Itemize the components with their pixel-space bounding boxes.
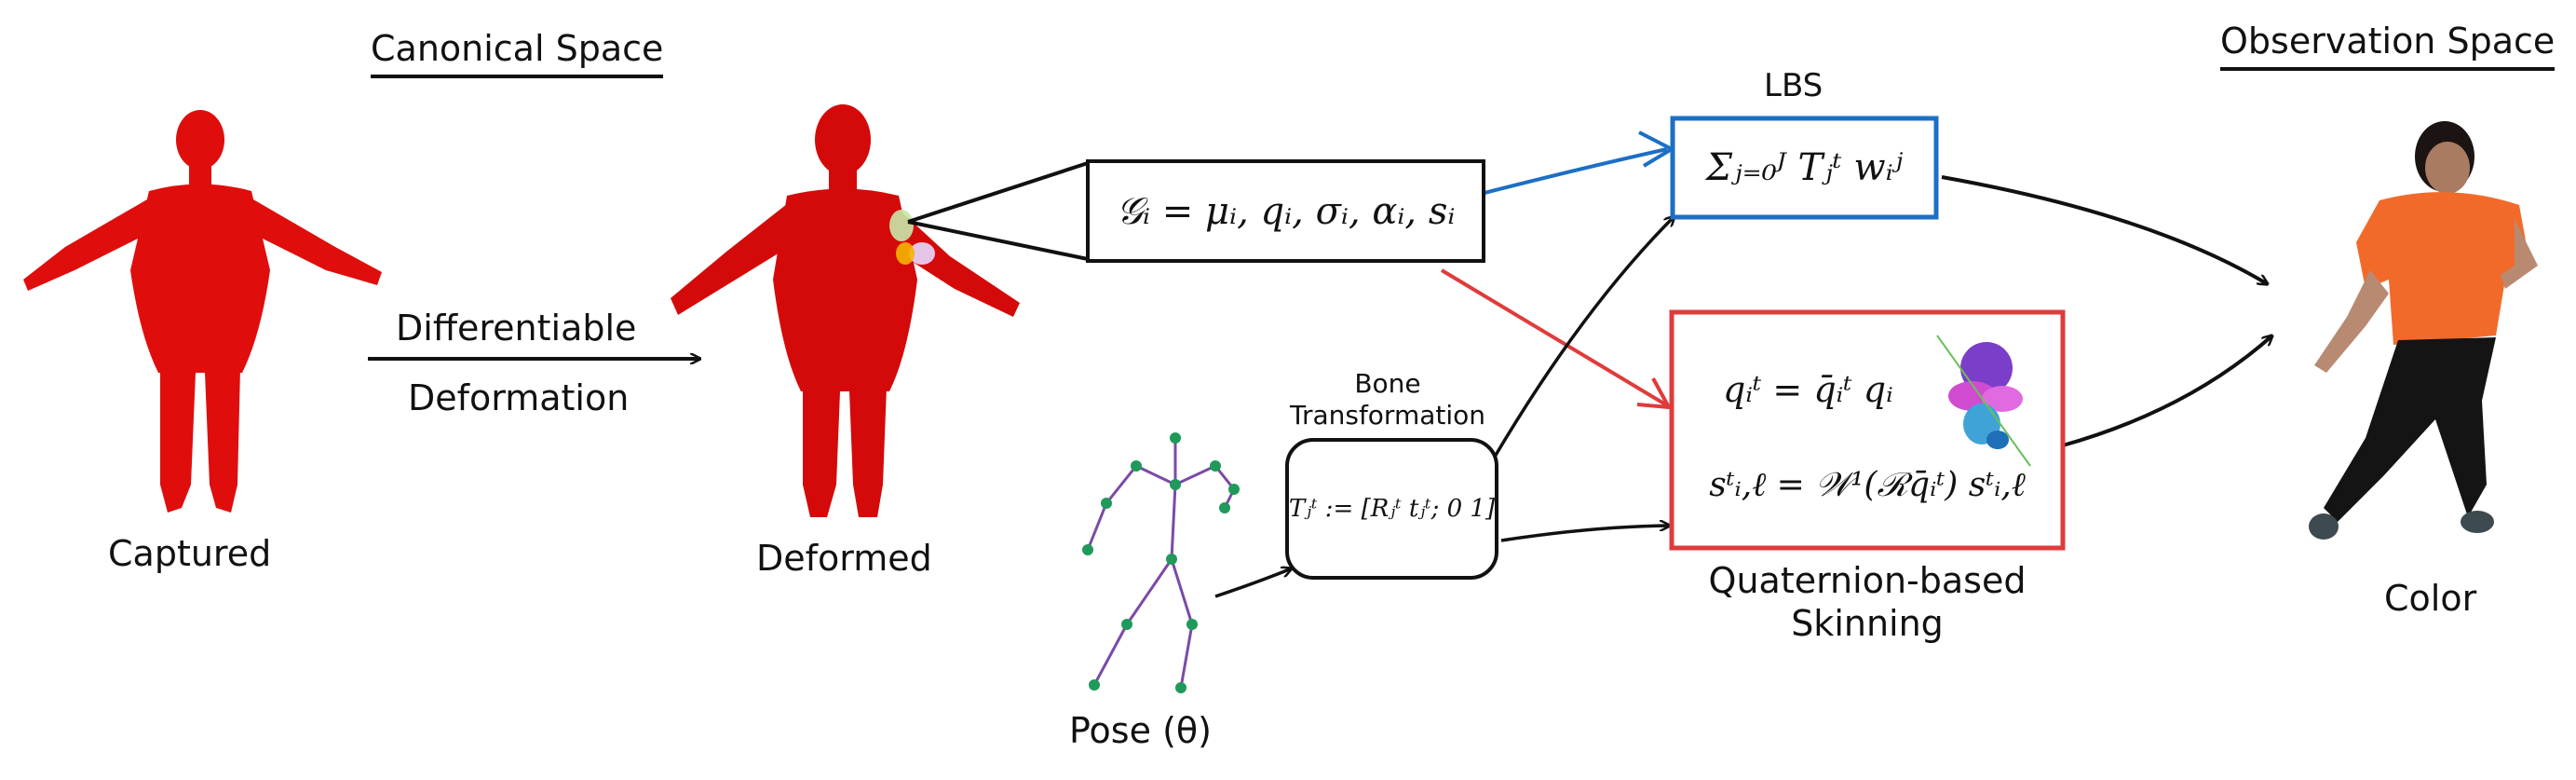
lbs-formula: Σⱼ₌₀ᴶ Tⱼᵗ wᵢʲ bbox=[1674, 120, 1934, 215]
gaussian-ellipsoids-icon bbox=[889, 210, 935, 265]
lbs-label: LBS bbox=[1764, 67, 1824, 104]
captured-body-figure bbox=[23, 110, 382, 513]
bone-to-quat-arrow bbox=[1500, 526, 1670, 542]
gaussian-formula: 𝒢ᵢ = μᵢ, qᵢ, σᵢ, αᵢ, sᵢ bbox=[1090, 163, 1482, 259]
sh-rotation-formula: sᵗᵢ,ℓ = 𝒲¹(ℛq̄ᵢᵗ) sᵗᵢ,ℓ bbox=[1676, 447, 2058, 522]
bone-label-line2: Transformation bbox=[1289, 400, 1486, 431]
quat-label-line2: Skinning bbox=[1791, 603, 1944, 644]
quat-to-output-arrow bbox=[2062, 335, 2272, 447]
lbs-box bbox=[1670, 116, 1939, 220]
spherical-harmonics-icon bbox=[1936, 335, 2031, 467]
zoom-line-top bbox=[907, 161, 1089, 224]
bone-formula-text: Tⱼᵗ := [Rⱼᵗ tⱼᵗ; 0 1] bbox=[1288, 495, 1496, 523]
blue-arrow bbox=[1480, 147, 1668, 196]
bone-label-line1: Bone bbox=[1354, 368, 1421, 399]
sh-rotation-formula-text: sᵗᵢ,ℓ = 𝒲¹(ℛq̄ᵢᵗ) sᵗᵢ,ℓ bbox=[1709, 465, 2026, 504]
bone-transformation-label: Bone Transformation bbox=[1276, 368, 1499, 431]
bone-box bbox=[1285, 438, 1498, 580]
lbs-formula-text: Σⱼ₌₀ᴶ Tⱼᵗ wᵢʲ bbox=[1705, 146, 1904, 189]
skeleton-joints bbox=[1082, 432, 1240, 693]
quaternion-skinning-label: Quaternion-based Skinning bbox=[1695, 559, 2040, 645]
quat-rotation-formula-text: qᵢᵗ = q̄ᵢᵗ qᵢ bbox=[1723, 369, 1893, 410]
color-caption: Color bbox=[2384, 578, 2477, 619]
captured-caption: Captured bbox=[108, 533, 272, 574]
bone-formula: Tⱼᵗ := [Rⱼᵗ tⱼᵗ; 0 1] bbox=[1289, 442, 1495, 576]
deformed-body-figure bbox=[671, 104, 1020, 517]
deformed-caption: Deformed bbox=[756, 538, 932, 579]
pose-to-bone-arrow bbox=[1214, 568, 1292, 598]
red-arrow bbox=[1440, 268, 1669, 407]
quaternion-rotation-formula: qᵢᵗ = q̄ᵢᵗ qᵢ bbox=[1676, 352, 1928, 427]
gaussian-box bbox=[1086, 159, 1485, 263]
skeleton-pose-figure bbox=[1086, 438, 1236, 689]
observation-space-header: Observation Space bbox=[2220, 21, 2556, 71]
zoom-line-bottom bbox=[907, 220, 1089, 261]
lbs-to-output-arrow bbox=[1941, 175, 2268, 284]
bone-to-lbs-arrow bbox=[1493, 216, 1674, 458]
canonical-space-header: Canonical Space bbox=[371, 28, 664, 78]
observed-person-figure bbox=[2309, 121, 2538, 540]
deformation-label: Deformation bbox=[408, 377, 630, 418]
gaussian-formula-text: 𝒢ᵢ = μᵢ, qᵢ, σᵢ, αᵢ, sᵢ bbox=[1116, 189, 1456, 233]
differentiable-label: Differentiable bbox=[396, 308, 637, 349]
quat-label-line1: Quaternion-based bbox=[1708, 560, 2027, 601]
pose-caption: Pose (θ) bbox=[1069, 710, 1212, 751]
